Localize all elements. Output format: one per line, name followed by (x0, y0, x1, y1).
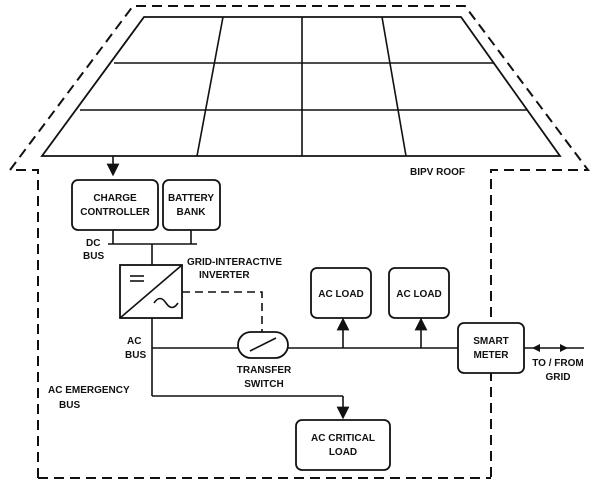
dc-bus-label-1: DC (86, 238, 100, 249)
battery-bank-block (162, 179, 221, 231)
grid-arrow-left (532, 344, 540, 352)
charge-controller-label-2: CONTROLLER (80, 207, 150, 218)
charge-controller-label-1: CHARGE (93, 193, 137, 204)
charge-controller-block (71, 179, 159, 231)
inverter-label-1: GRID-INTERACTIVE (187, 257, 282, 268)
control-link (182, 291, 263, 332)
grid-arrow-right (560, 344, 568, 352)
grid-label-1: TO / FROM (532, 358, 583, 369)
ac-load-1-label: AC LOAD (318, 289, 364, 300)
ac-emergency-bus-label-1: AC EMERGENCY (48, 385, 130, 396)
ac-critical-load-label-1: AC CRITICAL (311, 433, 375, 444)
pv-roof-array (40, 16, 562, 157)
ac-bus-label-1: AC (127, 336, 141, 347)
battery-bank-label-1: BATTERY (168, 193, 214, 204)
roof-label: BIPV ROOF (410, 167, 465, 178)
inverter-symbol (119, 264, 183, 319)
grid-label-2: GRID (546, 372, 571, 383)
inverter-label-2: INVERTER (199, 270, 250, 281)
transfer-switch-symbol (237, 331, 289, 359)
transfer-switch-label-1: TRANSFER (237, 365, 292, 376)
ac-load-2-label: AC LOAD (396, 289, 442, 300)
ac-bus-label-2: BUS (125, 350, 146, 361)
smart-meter-block (457, 322, 525, 374)
dc-bus-label-2: BUS (83, 251, 104, 262)
smart-meter-label-2: METER (474, 350, 510, 361)
ac-critical-load-block (295, 419, 391, 471)
ac-critical-load-label-2: LOAD (329, 447, 357, 458)
transfer-switch-label-2: SWITCH (244, 379, 283, 390)
battery-bank-label-2: BANK (177, 207, 207, 218)
house-outline (8, 5, 590, 478)
smart-meter-label-1: SMART (473, 336, 509, 347)
ac-emergency-bus-label-2: BUS (59, 400, 80, 411)
